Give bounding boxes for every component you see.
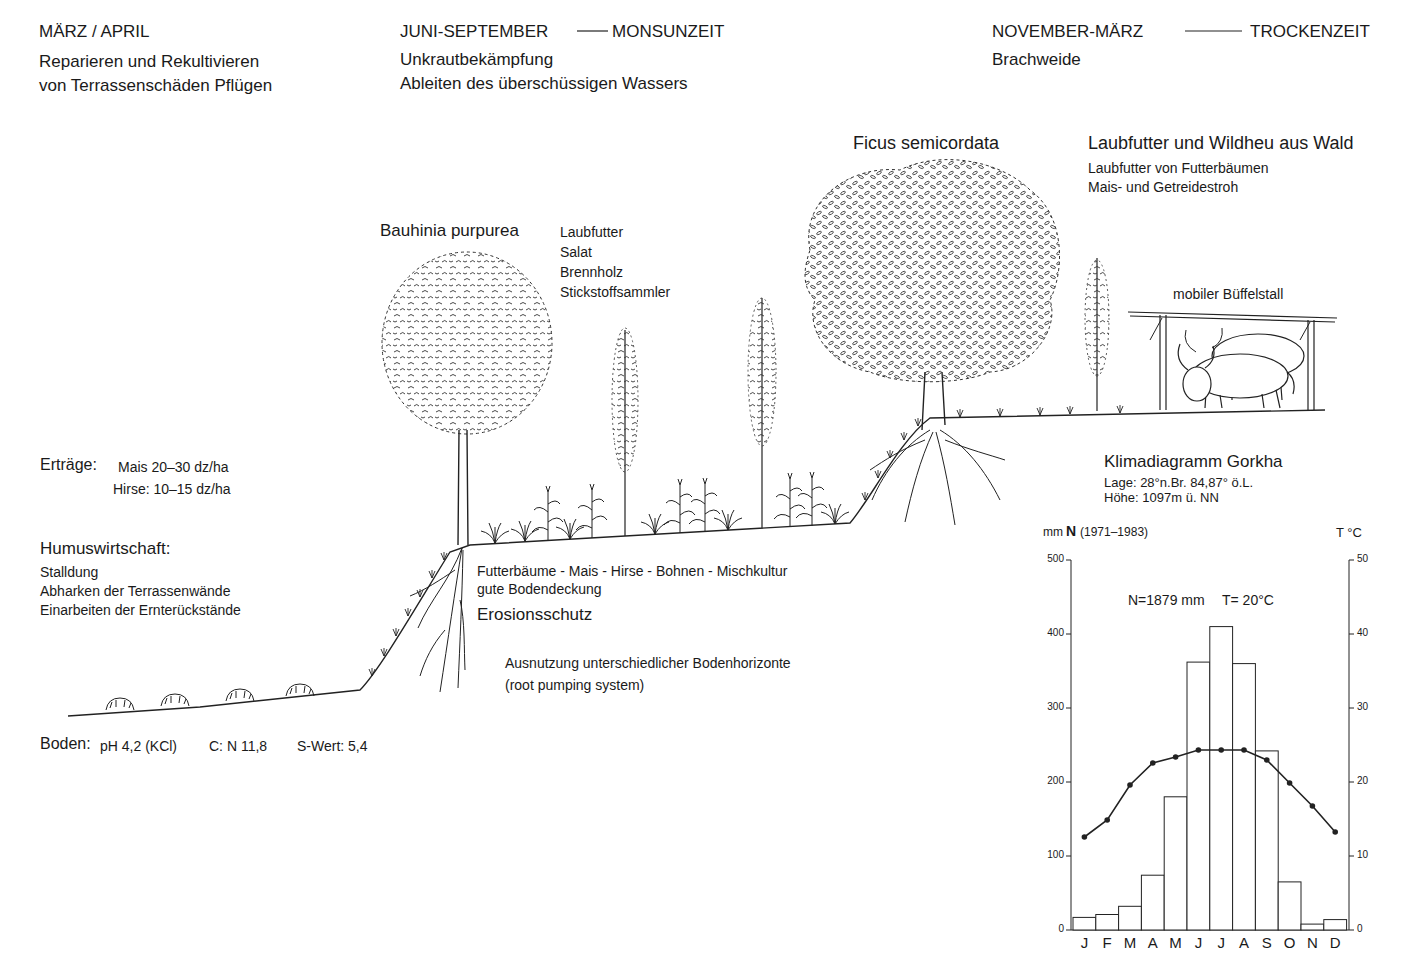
season-heading: JUNI-SEPTEMBER (400, 22, 548, 42)
axis-tick: 30 (1357, 701, 1368, 713)
root-note: Ausnutzung unterschiedlicher Bodenhorizo… (505, 655, 791, 671)
species-label: Bauhinia purpurea (380, 221, 519, 241)
axis-tick: 10 (1357, 849, 1368, 861)
season-heading: MONSUNZEIT (612, 22, 724, 42)
chart-subtitle: Höhe: 1097m ü. NN (1104, 491, 1219, 506)
task-note: Reparieren und Rekultivieren von Terrass… (39, 50, 279, 98)
season-heading: MÄRZ / APRIL (39, 22, 150, 42)
axis-unit: (1971–1983) (1080, 526, 1148, 540)
month-label: F (1103, 934, 1112, 951)
chart-title: Klimadiagramm Gorkha (1104, 452, 1283, 472)
humus-note: Abharken der Terrassenwände (40, 583, 230, 599)
month-label: N (1307, 934, 1318, 951)
axis-tick: 200 (1047, 775, 1064, 787)
soil-value: S-Wert: 5,4 (297, 738, 368, 754)
fodder-heading: Laubfutter und Wildheu aus Wald (1088, 133, 1354, 154)
axis-tick: 40 (1357, 627, 1368, 639)
season-heading: TROCKENZEIT (1250, 22, 1370, 42)
axis-tick: 100 (1047, 849, 1064, 861)
task-note: Ableiten des überschüssigen Wassers (400, 74, 688, 94)
erosion-label: Erosionsschutz (477, 605, 592, 625)
month-label: O (1284, 934, 1296, 951)
use-note: Brennholz (560, 264, 623, 280)
use-note: Stickstoffsammler (560, 284, 670, 300)
soil-label: Boden: (40, 735, 91, 753)
axis-unit: T °C (1336, 526, 1362, 541)
root-note: (root pumping system) (505, 677, 644, 693)
yield-heading: Erträge: (40, 456, 97, 474)
axis-tick: 0 (1357, 923, 1363, 935)
soil-value: pH 4,2 (KCl) (100, 738, 177, 754)
axis-tick: 0 (1058, 923, 1064, 935)
month-label: M (1169, 934, 1182, 951)
crop-note: gute Bodendeckung (477, 581, 602, 597)
shed-label: mobiler Büffelstall (1173, 286, 1283, 302)
axis-tick: 20 (1357, 775, 1368, 787)
month-label: A (1148, 934, 1158, 951)
month-label: M (1124, 934, 1137, 951)
chart-annotation: T= 20°C (1222, 592, 1274, 608)
task-note: Brachweide (992, 50, 1081, 70)
month-label: S (1262, 934, 1272, 951)
chart-annotation: N=1879 mm (1128, 592, 1205, 608)
month-label: A (1239, 934, 1249, 951)
fodder-note: Laubfutter von Futterbäumen (1088, 160, 1269, 176)
fodder-note: Mais- und Getreidestroh (1088, 179, 1238, 195)
axis-tick: 300 (1047, 701, 1064, 713)
humus-note: Einarbeiten der Ernterückstände (40, 602, 241, 618)
humus-note: Stalldung (40, 564, 98, 580)
axis-unit: N (1066, 523, 1076, 539)
species-label: Ficus semicordata (853, 133, 999, 154)
yield-value: Hirse: 10–15 dz/ha (113, 481, 231, 497)
axis-tick: 500 (1047, 553, 1064, 565)
season-heading: NOVEMBER-MÄRZ (992, 22, 1143, 42)
month-label: D (1330, 934, 1341, 951)
month-label: J (1081, 934, 1089, 951)
crop-note: Futterbäume - Mais - Hirse - Bohnen - Mi… (477, 563, 787, 579)
month-label: J (1217, 934, 1225, 951)
axis-tick: 400 (1047, 627, 1064, 639)
use-note: Salat (560, 244, 592, 260)
yield-value: Mais 20–30 dz/ha (118, 459, 229, 475)
axis-unit: mm (1043, 526, 1063, 540)
task-note: Unkrautbekämpfung (400, 50, 553, 70)
axis-tick: 50 (1357, 553, 1368, 565)
use-note: Laubfutter (560, 224, 623, 240)
chart-subtitle: Lage: 28°n.Br. 84,87° ö.L. (1104, 476, 1253, 491)
soil-value: C: N 11,8 (209, 738, 267, 754)
humus-heading: Humuswirtschaft: (40, 539, 170, 559)
month-label: J (1195, 934, 1203, 951)
